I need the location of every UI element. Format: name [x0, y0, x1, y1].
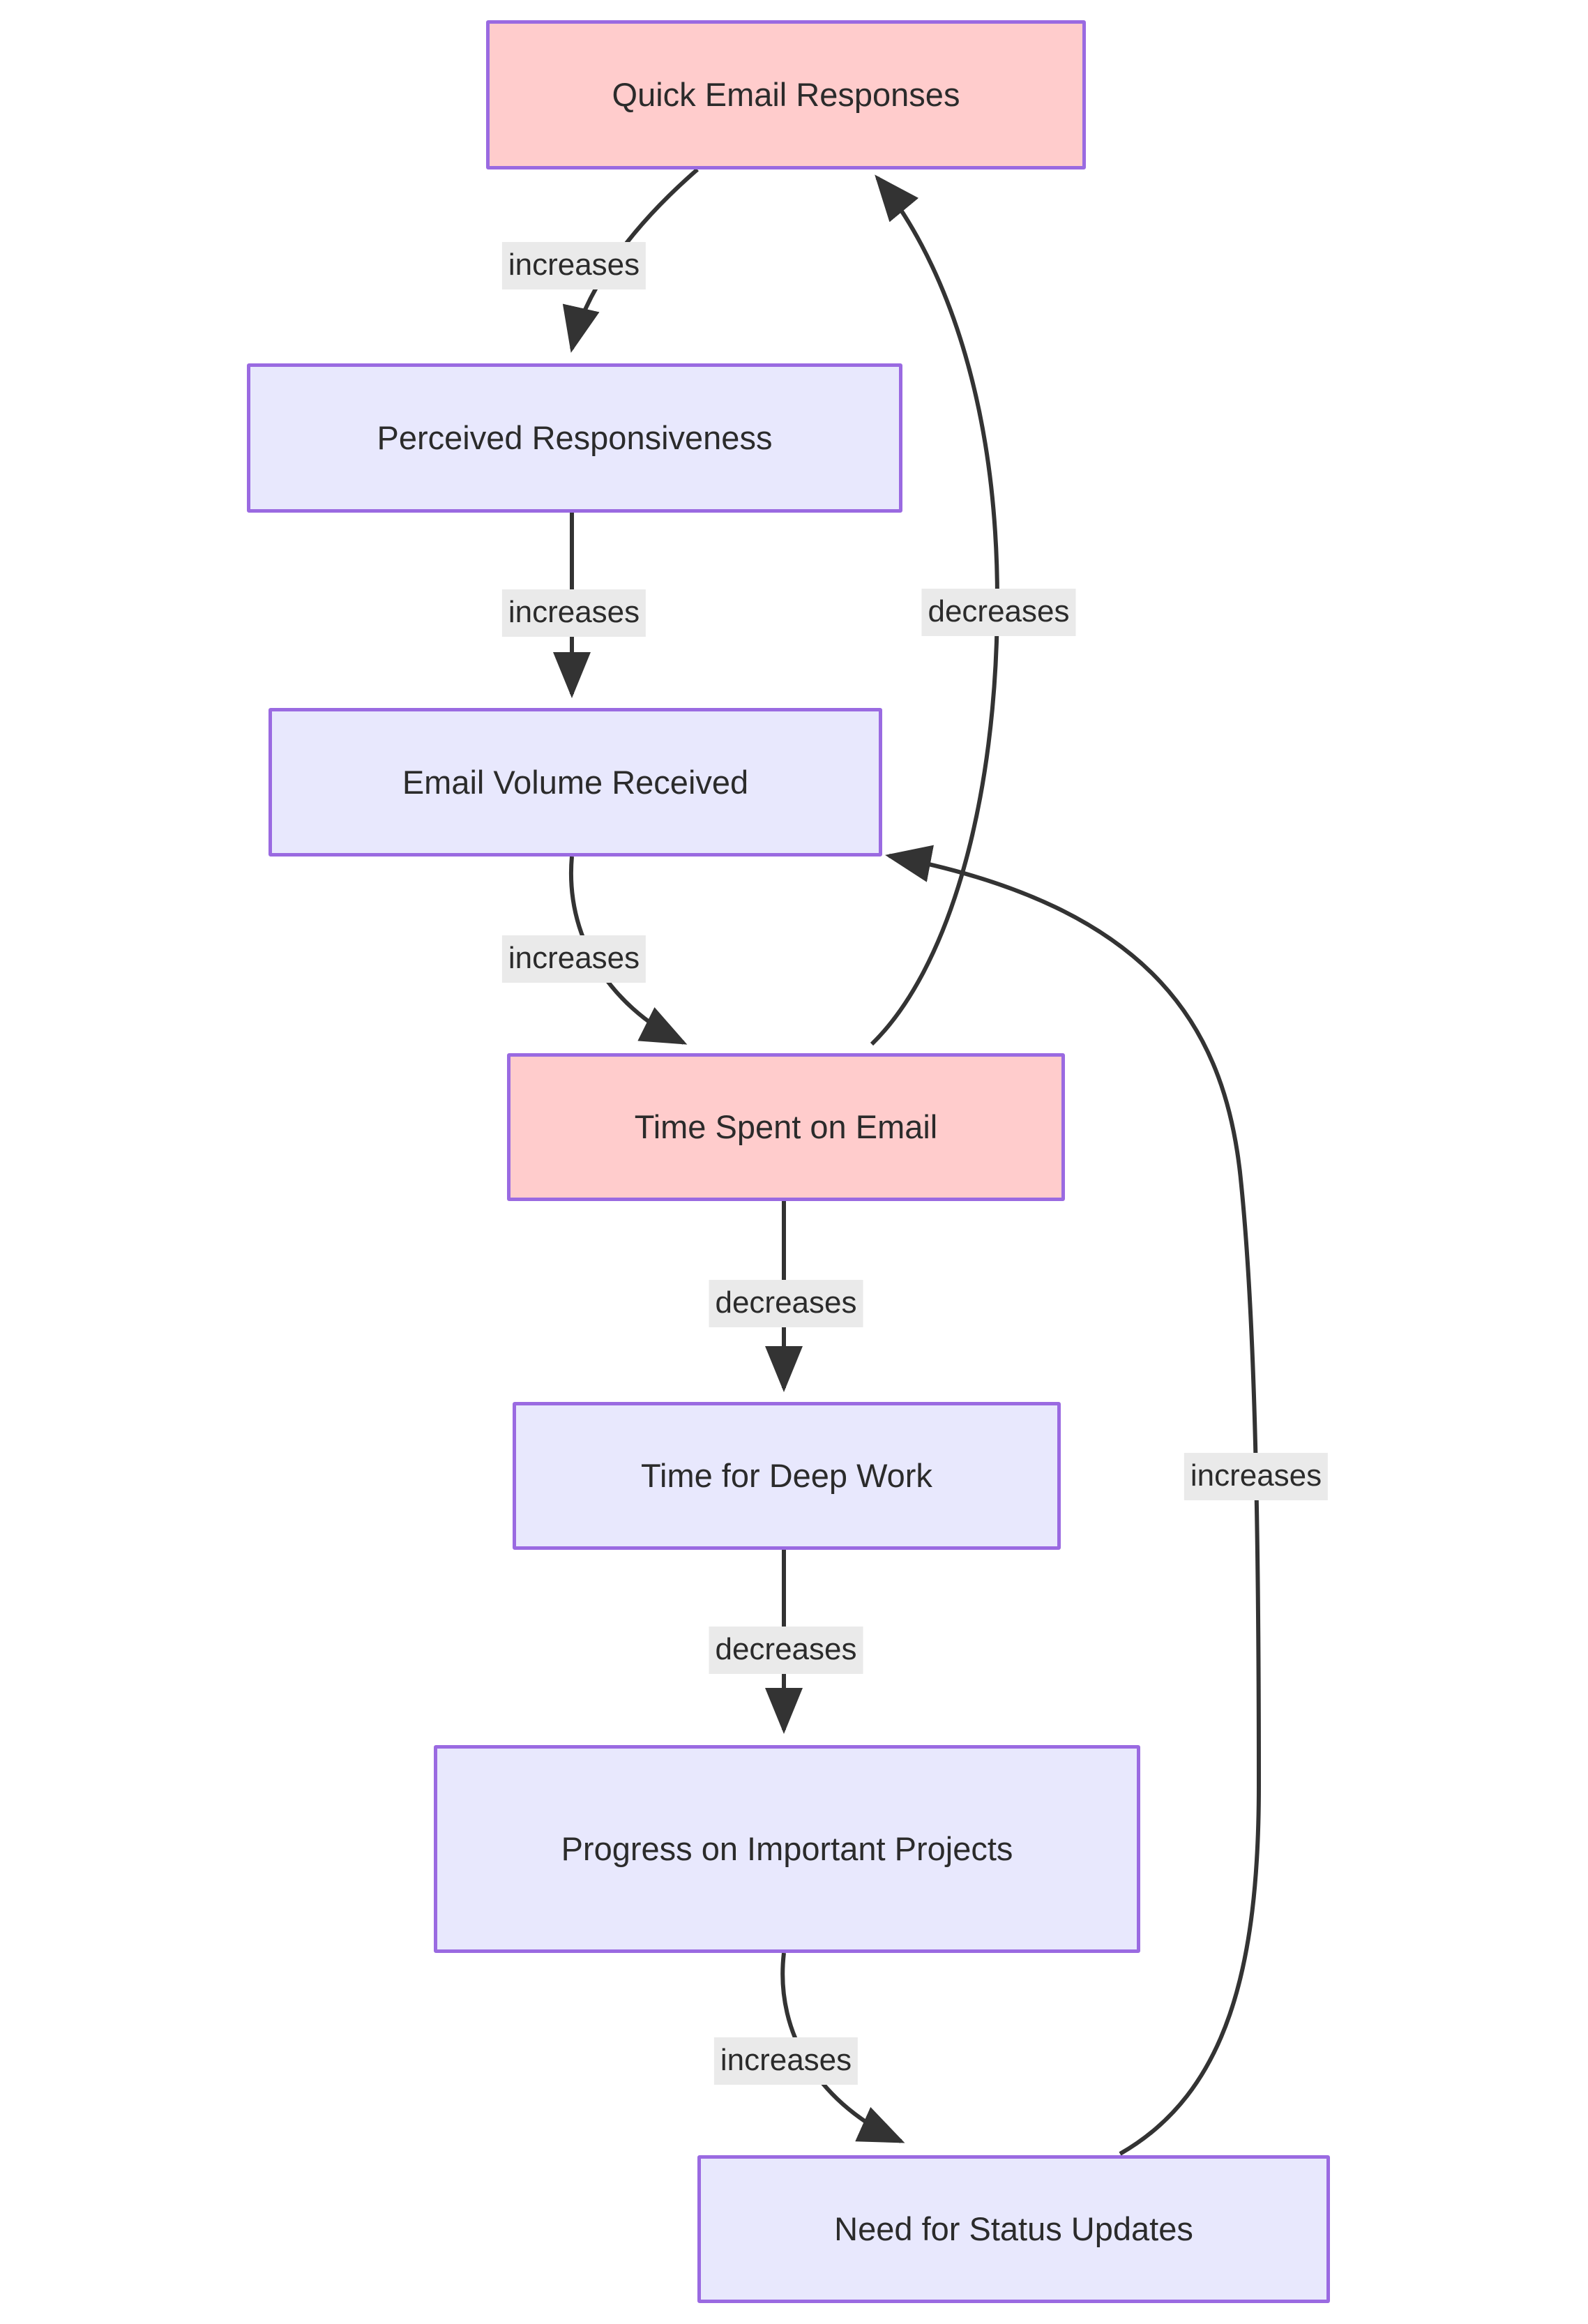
- edge-label-increases-2: increases: [501, 589, 646, 637]
- node-time-spent-on-email[interactable]: Time Spent on Email: [507, 1053, 1065, 1201]
- node-label: Need for Status Updates: [834, 2210, 1193, 2248]
- edge-label-increases-3: increases: [501, 935, 646, 983]
- edge-label-decreases-1: decreases: [709, 1280, 863, 1327]
- node-label: Progress on Important Projects: [561, 1830, 1013, 1868]
- node-need-for-status-updates[interactable]: Need for Status Updates: [697, 2155, 1330, 2303]
- node-email-volume-received[interactable]: Email Volume Received: [269, 708, 882, 857]
- node-quick-email-responses[interactable]: Quick Email Responses: [486, 20, 1086, 169]
- node-progress-on-projects[interactable]: Progress on Important Projects: [434, 1745, 1140, 1953]
- node-label: Time Spent on Email: [634, 1108, 938, 1146]
- node-label: Time for Deep Work: [641, 1457, 932, 1495]
- node-label: Email Volume Received: [402, 763, 749, 801]
- edge-label-increases-5: increases: [1184, 1453, 1329, 1500]
- edge-label-increases-4: increases: [713, 2037, 859, 2085]
- node-time-for-deep-work[interactable]: Time for Deep Work: [513, 1402, 1061, 1550]
- edge-label-decreases-2: decreases: [709, 1627, 863, 1674]
- node-perceived-responsiveness[interactable]: Perceived Responsiveness: [247, 363, 902, 513]
- node-label: Perceived Responsiveness: [377, 419, 773, 457]
- edge-label-increases-1: increases: [501, 242, 646, 289]
- edge-label-decreases-3: decreases: [921, 589, 1076, 636]
- node-label: Quick Email Responses: [612, 76, 960, 114]
